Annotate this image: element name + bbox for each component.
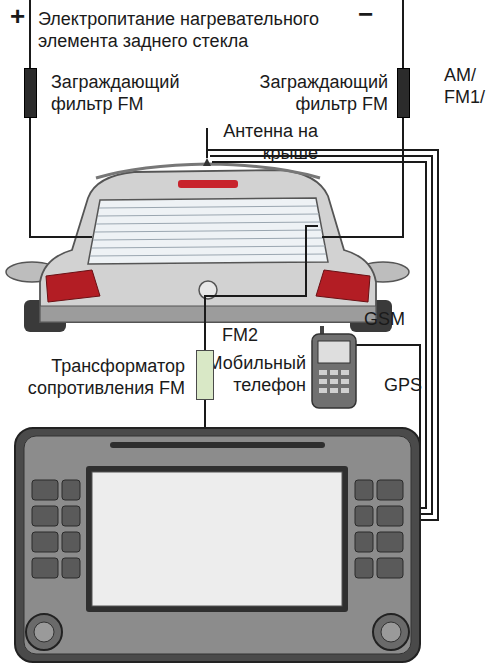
signal-name: AM/ FM1/	[444, 64, 492, 108]
heater-line	[98, 214, 319, 216]
fm2-cable	[204, 400, 206, 428]
heater-line	[96, 222, 320, 224]
phone-key	[330, 379, 338, 384]
bumper	[40, 306, 376, 322]
component-label: Заграждающий фильтр FM	[226, 71, 388, 115]
button	[32, 558, 58, 578]
cd-slot	[110, 442, 325, 448]
polarity-sign: +	[10, 2, 32, 30]
heater-line	[99, 206, 317, 208]
signal-name: GSM	[364, 308, 414, 330]
power-supply-note: Электропитание нагревательного элемента …	[38, 8, 353, 52]
car-body	[40, 170, 376, 322]
roof-antenna	[203, 158, 211, 166]
button	[62, 532, 80, 552]
phone-keys	[319, 370, 349, 393]
phone-label: Мобильный телефон	[200, 352, 306, 396]
button	[32, 480, 58, 500]
heater-line	[92, 246, 325, 248]
heater-line	[90, 254, 326, 256]
phone-key	[341, 379, 349, 384]
button	[32, 532, 58, 552]
phone-key	[319, 370, 327, 375]
fm2-cable	[205, 226, 318, 350]
phone-screen	[318, 341, 350, 363]
buttons	[32, 480, 403, 578]
radio-face	[24, 436, 411, 654]
button	[377, 532, 403, 552]
component-label: Заграждающий фильтр FM	[51, 71, 211, 115]
button	[62, 558, 80, 578]
button	[355, 532, 373, 552]
heater-line	[93, 238, 323, 240]
phone-key	[330, 388, 338, 393]
button	[62, 506, 80, 526]
signal-name: GPS	[384, 374, 424, 396]
rear-window	[88, 198, 328, 264]
knob-cap	[34, 622, 54, 642]
phone-key	[341, 370, 349, 375]
phone-key	[319, 379, 327, 384]
button	[32, 506, 58, 526]
heater-line	[95, 230, 322, 232]
fm-filter: Заграждающий фильтр FM	[397, 68, 410, 118]
heater-grid	[90, 206, 326, 256]
phone-key	[319, 388, 327, 393]
tail-light	[316, 270, 370, 302]
signal-name: FM2	[222, 324, 272, 346]
button	[377, 506, 403, 526]
button	[377, 558, 403, 578]
fm-filter: Заграждающий фильтр FM	[24, 68, 37, 118]
polarity-sign: −	[358, 0, 380, 28]
knob-cap	[381, 622, 401, 642]
button	[62, 480, 80, 500]
car-illustration	[6, 158, 409, 332]
tail-light	[46, 270, 100, 302]
antenna-label: Антенна на крыше	[200, 120, 318, 164]
button	[355, 558, 373, 578]
phone-body	[312, 334, 356, 408]
button	[355, 480, 373, 500]
radio-body	[15, 428, 420, 662]
knob	[26, 614, 62, 650]
impedance-transformer: Трансформатор сопротивления FM	[196, 350, 214, 400]
power-wire	[322, 0, 403, 237]
head-unit	[15, 428, 420, 662]
roof-rail	[96, 164, 320, 178]
phone-key	[341, 388, 349, 393]
phone-key	[330, 370, 338, 375]
brake-light	[178, 180, 238, 188]
button	[355, 506, 373, 526]
knob	[373, 614, 409, 650]
screen-frame	[86, 466, 348, 612]
leader-line	[206, 128, 208, 158]
mobile-phone	[312, 326, 356, 408]
screen	[92, 472, 342, 606]
button	[377, 480, 403, 500]
component-label: Трансформатор сопротивления FM	[13, 355, 185, 399]
